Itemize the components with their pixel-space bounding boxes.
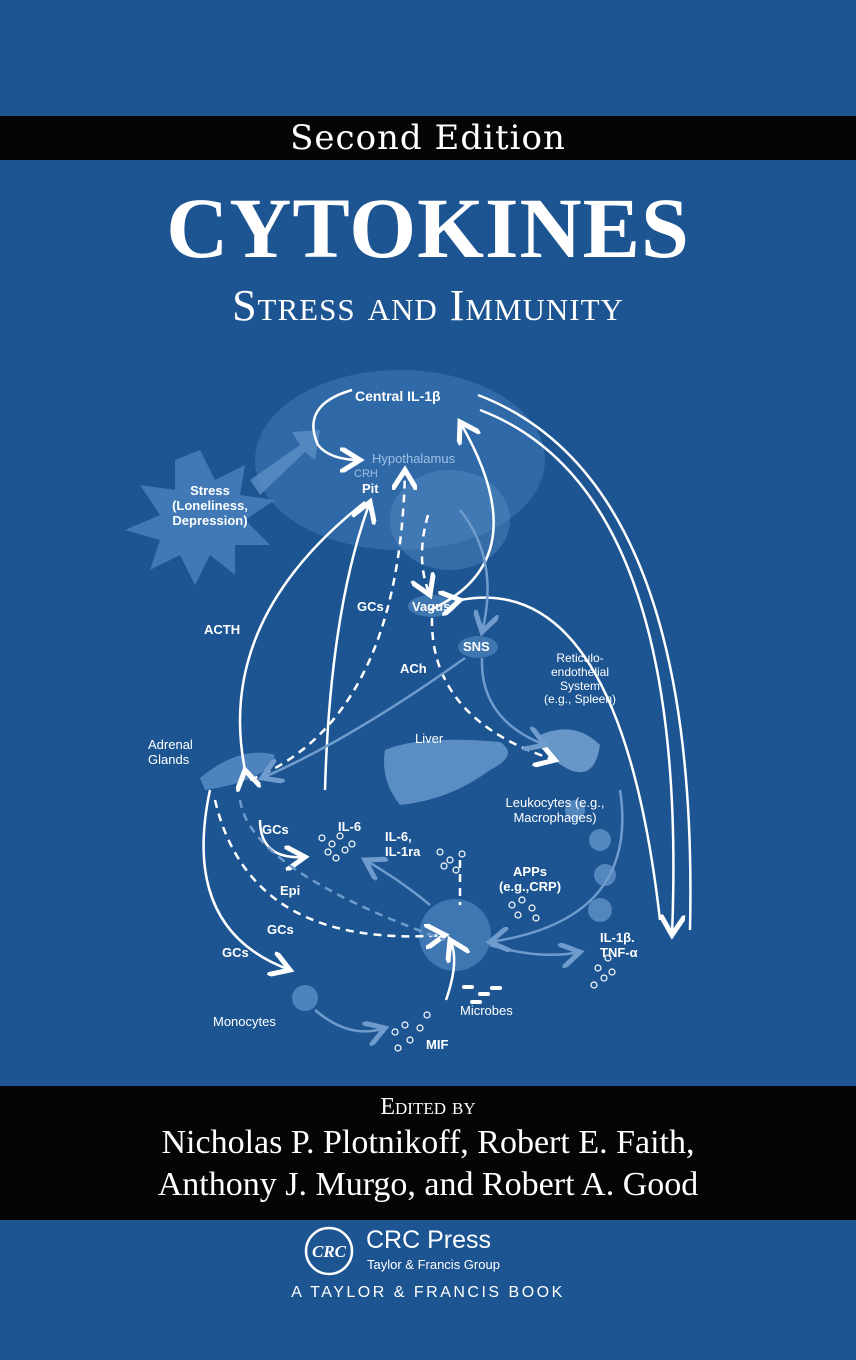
publisher-tagline: A TAYLOR & FRANCIS BOOK	[291, 1284, 565, 1301]
il1b-line: IL-1β.	[600, 930, 635, 945]
label-microbes: Microbes	[460, 1003, 513, 1018]
label-il6: IL-6	[338, 819, 362, 834]
edition-label: Second Edition	[290, 118, 566, 158]
adrenal-shape	[200, 752, 275, 790]
cytokine-diagram: Central IL-1β Hypothalamus CRH Pit Stres…	[0, 360, 856, 1080]
apps-line: APPs	[513, 864, 547, 879]
label-il6-il1ra: IL-6, IL-1ra	[385, 829, 421, 860]
publisher-group: Taylor & Francis Group	[367, 1257, 500, 1272]
diagram-illustration	[125, 370, 692, 1052]
crc-logo-text: CRC	[312, 1242, 347, 1261]
label-mif: MIF	[426, 1037, 449, 1052]
label-epi: Epi	[280, 883, 301, 898]
res-line2: endothelial	[550, 664, 610, 679]
label-pit: Pit	[362, 481, 379, 496]
authors-line-2: Anthony J. Murgo, and Robert A. Good	[157, 1166, 699, 1203]
res-line1: Reticulo-	[556, 651, 604, 665]
bottom-band	[0, 1086, 856, 1220]
label-apps: APPs (e.g.,CRP)	[490, 864, 570, 895]
label-monocytes: Monocytes	[213, 1014, 276, 1029]
label-gcs-left: GCs	[222, 945, 249, 960]
sns-node	[458, 636, 498, 658]
res-line3: System	[559, 678, 600, 693]
spleen-shape	[540, 729, 600, 773]
label-central-il1b: Central IL-1β	[355, 388, 441, 404]
label-crh: CRH	[354, 468, 378, 480]
brain-shape	[255, 370, 545, 550]
crp-line: (e.g.,CRP)	[498, 878, 562, 894]
label-leukocytes: Leukocytes (e.g., Macrophages)	[490, 795, 620, 826]
tnfa-line: TNF-α	[600, 944, 638, 960]
adrenal-line1: Adrenal	[148, 737, 193, 752]
res-line4: (e.g., Spleen)	[543, 692, 617, 707]
label-stress: Stress (Loneliness, Depression)	[160, 483, 260, 529]
label-acth: ACTH	[204, 622, 241, 637]
label-vagus: Vagus	[412, 599, 451, 614]
authors-line-1: Nicholas P. Plotnikoff, Robert E. Faith,	[161, 1124, 695, 1161]
adrenal-line2: Glands	[148, 751, 190, 767]
label-il1b-tnfa: IL-1β. TNF-α	[600, 930, 638, 961]
stress-sub1: (Loneliness,	[172, 497, 248, 513]
book-title: Cytokines	[166, 180, 690, 276]
il1ra-line: IL-1ra	[385, 843, 421, 859]
leuk-line2: Macrophages)	[513, 809, 597, 825]
liver-shape	[384, 739, 508, 805]
book-subtitle: Stress and Immunity	[232, 281, 624, 330]
label-ach: ACh	[400, 661, 427, 676]
stress-arrow-icon	[250, 430, 320, 495]
stress-burst-icon	[125, 450, 275, 585]
cytokine-dots	[318, 832, 616, 1052]
label-gcs-low: GCs	[267, 922, 294, 937]
label-liver: Liver	[415, 731, 444, 746]
label-reticuloendothelial: Reticulo- endothelial System (e.g., Sple…	[525, 651, 635, 707]
edited-by-label: Edited by	[380, 1094, 476, 1120]
macrophage-cell	[419, 899, 491, 971]
il6b-line: IL-6,	[385, 829, 412, 844]
stress-sub2: Depression)	[172, 512, 248, 528]
leuk-line1: Leukocytes (e.g.,	[505, 795, 605, 810]
label-adrenal-glands: Adrenal Glands	[148, 737, 193, 768]
label-gcs-top: GCs	[357, 599, 384, 614]
crc-logo-icon: CRC	[304, 1226, 354, 1276]
publisher-name: CRC Press	[366, 1226, 492, 1254]
label-sns: SNS	[463, 639, 490, 654]
monocyte-cell	[292, 985, 318, 1011]
microbes-icon	[462, 985, 502, 1004]
label-hypothalamus: Hypothalamus	[372, 451, 456, 466]
label-gcs-mid: GCs	[262, 822, 289, 837]
stress-title: Stress	[190, 483, 230, 498]
top-band	[0, 116, 856, 160]
